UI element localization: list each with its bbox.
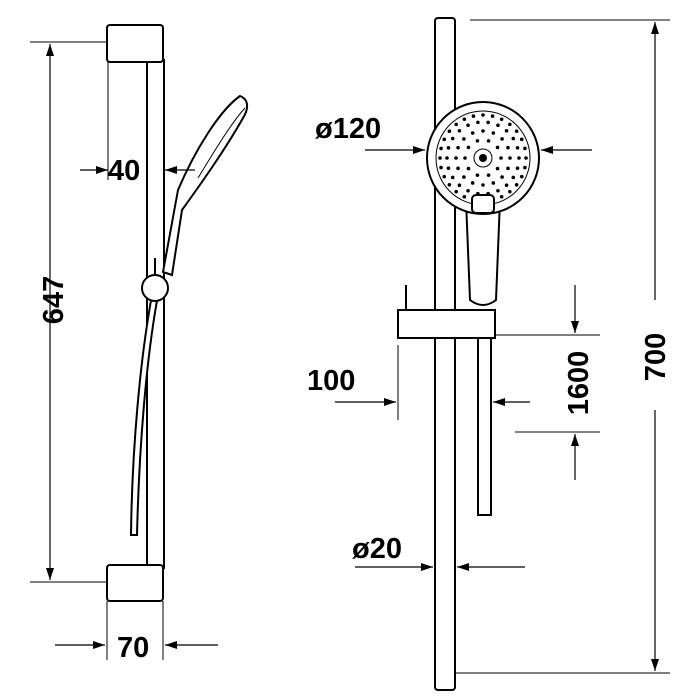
nozzle-dot (508, 189, 512, 194)
nozzle-dot (499, 156, 503, 160)
nozzle-dot (506, 166, 510, 171)
bottom-bracket (106, 564, 164, 602)
nozzle-dot (496, 188, 500, 193)
bracket-width-label: 70 (117, 632, 149, 664)
nozzle-dot (499, 194, 504, 199)
nozzle-dot (470, 131, 475, 135)
nozzle-dot (446, 166, 451, 170)
nozzle-dot (508, 122, 512, 127)
front-view: 700 1600 100 ø120 ø20 (307, 17, 672, 691)
nozzle-dot (515, 146, 520, 150)
nozzle-dot (504, 183, 509, 188)
nozzle-dot (439, 146, 443, 151)
slider-knob-side (141, 274, 169, 302)
nozzle-dot (481, 113, 485, 117)
nozzle-dot (491, 181, 496, 185)
nozzle-dot (514, 129, 519, 133)
nozzle-dot (450, 175, 455, 180)
nozzle-dot (486, 120, 490, 125)
nozzle-dot (466, 145, 471, 150)
hand-shower-side (161, 94, 249, 277)
nozzle-dot (454, 122, 458, 127)
nozzle-dot (457, 128, 462, 133)
nozzle-dot (523, 165, 527, 170)
nozzle-dot (462, 117, 467, 122)
nozzle-dot (508, 156, 512, 160)
hose-front (477, 334, 492, 516)
nozzle-dot (504, 128, 509, 133)
nozzle-dot (500, 175, 504, 179)
offset-label: 40 (108, 155, 140, 187)
nozzle-dot (439, 165, 443, 170)
nozzle-dot (466, 188, 470, 193)
nozzle-dot (506, 145, 510, 150)
nozzle-dot (470, 181, 475, 185)
nozzle-dot (500, 137, 504, 141)
top-bracket (106, 24, 164, 63)
nozzle-dot (499, 117, 504, 122)
nozzle-dot (475, 139, 480, 143)
nozzle-dot (457, 183, 462, 188)
nozzle-dot (519, 137, 524, 142)
nozzle-dot (490, 114, 495, 118)
nozzle-dot (495, 145, 500, 150)
nozzle-dot (445, 156, 449, 160)
nozzle-dot (456, 145, 460, 150)
nozzle-dot (462, 137, 466, 141)
nozzle-dot (523, 146, 527, 151)
nozzle-dot (511, 136, 516, 141)
bar-diameter-label: ø20 (352, 533, 402, 565)
nozzle-dot (481, 129, 485, 133)
nozzle-dot (463, 156, 467, 160)
nozzle-dot (456, 166, 460, 171)
nozzle-dot (447, 129, 452, 133)
nozzle-dot (486, 139, 491, 143)
bar-length-label: 700 (640, 333, 672, 381)
nozzle-dot (462, 194, 467, 199)
nozzle-dot (476, 120, 480, 125)
nozzle-dot (486, 173, 491, 177)
nozzle-dot (491, 131, 496, 135)
hose-length-label: 1600 (563, 351, 595, 416)
nozzle-dot (524, 156, 528, 160)
nozzle-dot (481, 183, 485, 187)
nozzle-dot (475, 173, 480, 177)
holder-front (397, 309, 496, 339)
nozzle-dot (471, 114, 476, 118)
nozzle-dot (438, 156, 442, 160)
nozzle-dot (466, 123, 470, 128)
hose-side (129, 294, 160, 536)
nozzle-dot (462, 175, 466, 179)
nozzle-dot (511, 175, 516, 180)
nozzle-dot (496, 123, 500, 128)
nozzle-dot (514, 183, 519, 187)
nozzle-dot (454, 156, 458, 160)
nozzle-dot (447, 183, 452, 187)
handle-front (464, 199, 502, 306)
nozzle-dot (454, 189, 458, 194)
nozzle-dot (446, 146, 451, 150)
nozzle-dot (519, 174, 524, 179)
side-view: 647 40 70 (30, 24, 249, 664)
holder-depth-label: 100 (307, 365, 355, 397)
nozzle-dot (495, 166, 500, 171)
nozzle-dot (442, 137, 447, 142)
head-diameter-label: ø120 (315, 113, 381, 145)
nozzle-dot (450, 136, 455, 141)
nozzle-dot (442, 174, 447, 179)
nozzle-dot (466, 166, 471, 171)
nozzle-dot (517, 156, 521, 160)
nozzle-dot (515, 166, 520, 170)
height-label: 647 (38, 276, 70, 324)
